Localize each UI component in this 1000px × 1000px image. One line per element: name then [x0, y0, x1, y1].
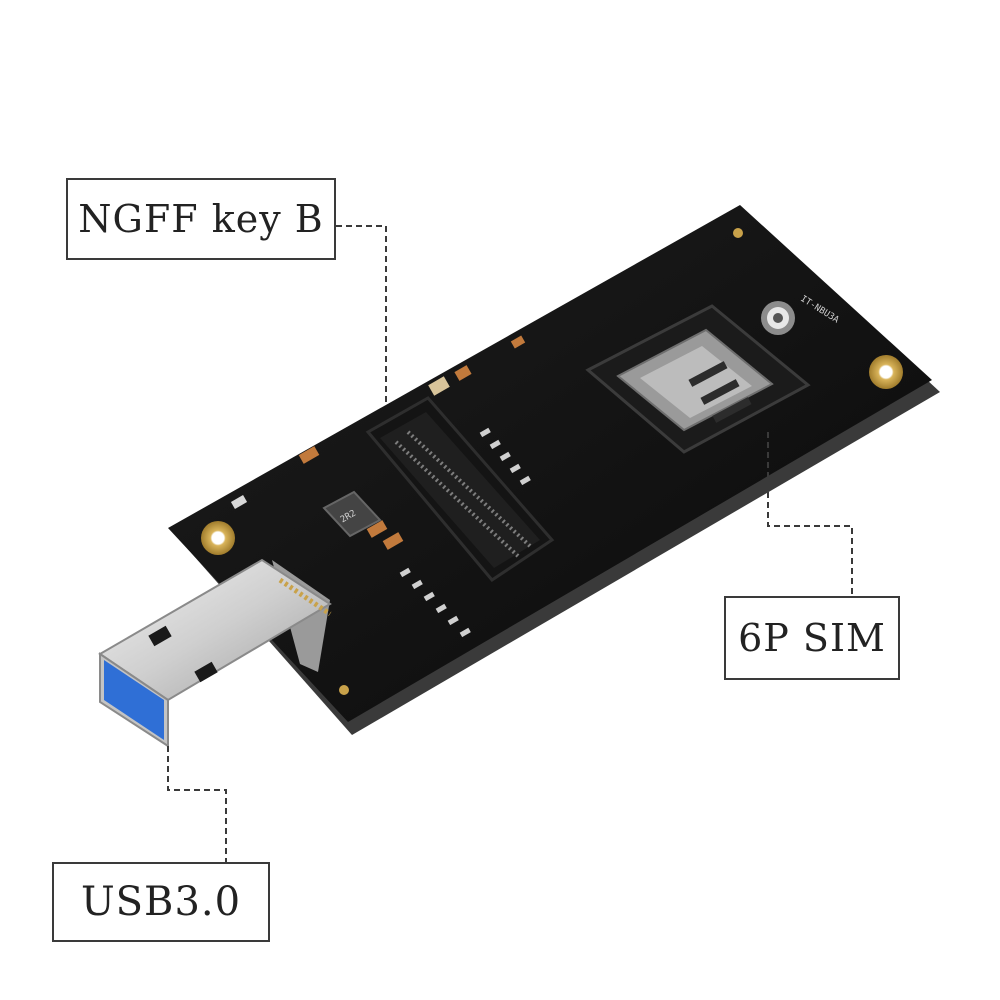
ngff-key-b-callout: NGFF key B	[66, 178, 336, 260]
ngff-m2-slot	[365, 396, 555, 582]
inductor-component: 2R2	[322, 490, 382, 538]
smd-components	[230, 335, 526, 550]
mounting-hole-icon	[869, 355, 903, 389]
leader-line-sim	[767, 432, 853, 596]
mounting-hole-icon	[201, 521, 235, 555]
sim-callout: 6P SIM	[724, 596, 900, 680]
via-pad-icon	[733, 228, 743, 238]
leader-line-ngff	[336, 225, 387, 402]
smd-resistor-array	[399, 427, 531, 638]
antenna-connector-icon	[761, 301, 795, 335]
leader-lines	[167, 225, 853, 862]
usb3-plug	[98, 558, 332, 748]
sim-card-slot	[585, 304, 811, 454]
usb3-callout: USB3.0	[52, 862, 270, 942]
via-pad-icon	[339, 685, 349, 695]
leader-line-usb	[167, 746, 227, 862]
